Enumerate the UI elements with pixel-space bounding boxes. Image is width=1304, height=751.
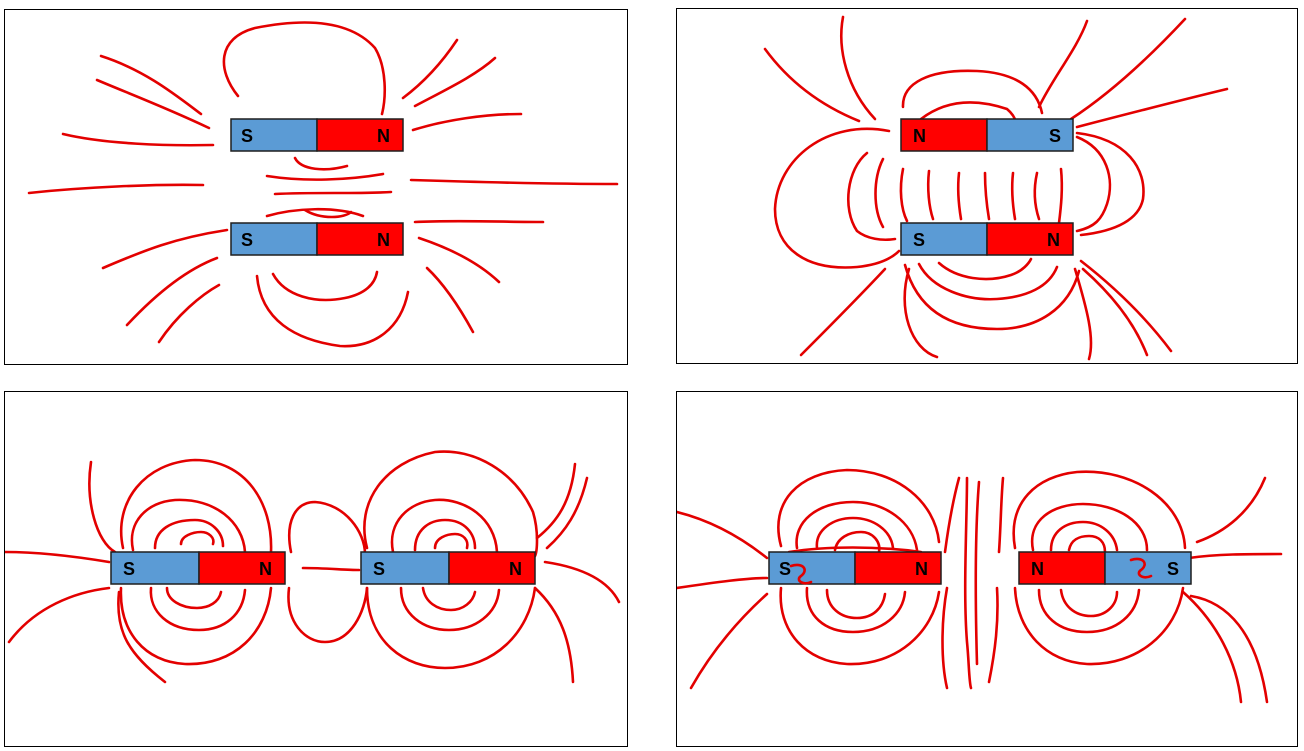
diagram-bottom-right: S N N S xyxy=(677,468,1283,704)
magnet-north-pole xyxy=(448,551,536,585)
magnet-right-label: S xyxy=(1049,126,1061,146)
magnet-right-label: N xyxy=(915,559,928,579)
field-lines xyxy=(27,21,619,348)
magnet-left-label: S xyxy=(913,230,925,250)
magnet-left-label: S xyxy=(373,559,385,579)
field-lines xyxy=(763,15,1229,361)
magnet-left-label: N xyxy=(1031,559,1044,579)
panel-top-left: S N S N xyxy=(4,9,628,365)
magnet-right-label: N xyxy=(377,126,390,146)
magnet-north-pole xyxy=(986,222,1074,256)
magnet-south-pole xyxy=(900,222,988,256)
magnet-south-pole xyxy=(360,551,450,585)
magnet-1: N S xyxy=(900,118,1074,152)
magnet-2: S N xyxy=(360,551,536,585)
field-lines xyxy=(5,450,621,684)
magnet-south-pole xyxy=(986,118,1074,152)
diagram-top-right: N S S N xyxy=(763,15,1229,361)
magnet-right-label: N xyxy=(509,559,522,579)
magnet-2: S N xyxy=(230,222,404,256)
panel-bottom-left: S N S N xyxy=(4,391,628,747)
overlay-lines xyxy=(789,557,1153,585)
magnet-north-pole xyxy=(316,118,404,152)
panel-bottom-right: S N N S xyxy=(676,391,1298,747)
magnet-left-label: S xyxy=(779,559,791,579)
magnet-south-pole xyxy=(230,222,318,256)
magnet-right-label: N xyxy=(377,230,390,250)
magnet-left-label: S xyxy=(123,559,135,579)
diagram-top-left: S N S N xyxy=(27,21,619,348)
magnet-1: S N xyxy=(768,551,942,585)
magnet-right-label: N xyxy=(259,559,272,579)
magnet-south-pole xyxy=(1104,551,1192,585)
magnet-north-pole xyxy=(900,118,988,152)
magnet-left-label: S xyxy=(241,230,253,250)
magnet-south-pole xyxy=(110,551,200,585)
magnet-1: S N xyxy=(110,551,286,585)
magnet-north-pole xyxy=(854,551,942,585)
panel-top-right: N S S N xyxy=(676,8,1298,364)
magnet-south-pole xyxy=(768,551,856,585)
magnet-south-pole xyxy=(230,118,318,152)
magnet-left-label: N xyxy=(913,126,926,146)
magnet-1: S N xyxy=(230,118,404,152)
magnet-2: S N xyxy=(900,222,1074,256)
diagram-bottom-left: S N S N xyxy=(5,450,621,684)
field-lines xyxy=(677,468,1283,704)
magnet-right-label: N xyxy=(1047,230,1060,250)
magnet-left-label: S xyxy=(241,126,253,146)
magnet-right-label: S xyxy=(1167,559,1179,579)
magnet-north-pole xyxy=(198,551,286,585)
magnet-north-pole xyxy=(316,222,404,256)
magnet-2: N S xyxy=(1018,551,1192,585)
